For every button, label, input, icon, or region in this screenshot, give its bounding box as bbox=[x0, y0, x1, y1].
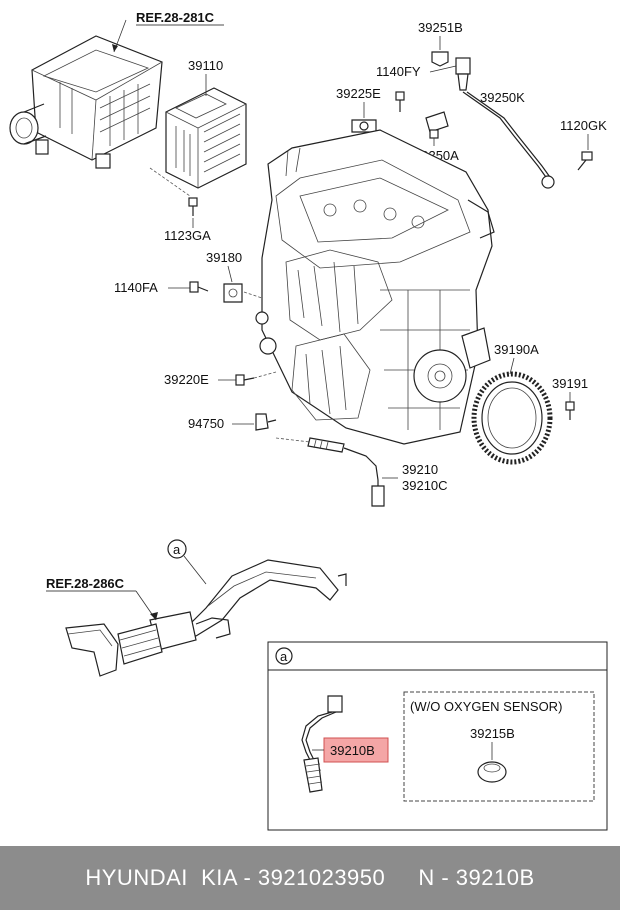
dash-39180 bbox=[243, 291, 263, 299]
bolt-1120gk bbox=[577, 151, 593, 171]
sensor-39250k-head bbox=[455, 57, 471, 91]
label-39180: 39180 bbox=[206, 250, 242, 265]
label-39210: 39210 bbox=[402, 462, 438, 477]
inset-a-label: a bbox=[280, 649, 288, 664]
bolt-39220e bbox=[235, 374, 255, 386]
label-39215b: 39215B bbox=[470, 726, 515, 741]
leader-39190a bbox=[509, 357, 515, 375]
callout-a-circle bbox=[167, 539, 187, 559]
label-39210c: 39210C bbox=[402, 478, 448, 493]
plug-39215b bbox=[477, 761, 507, 783]
label-wo-sensor: (W/O OXYGEN SENSOR) bbox=[410, 699, 562, 714]
label-39210b: 39210B bbox=[330, 743, 375, 758]
label-ref-281c: REF.28-281C bbox=[136, 10, 215, 25]
sensor-39180 bbox=[223, 283, 243, 303]
bolt-1123ga bbox=[188, 197, 198, 216]
switch-94750 bbox=[255, 413, 277, 431]
dash-39220e bbox=[253, 371, 277, 379]
ring-gear-39190a bbox=[471, 371, 553, 465]
arrow-ref-286c bbox=[150, 612, 158, 620]
oxygen-sensor-39210b bbox=[301, 695, 343, 793]
label-1123ga: 1123GA bbox=[164, 228, 211, 243]
air-cleaner-assembly bbox=[9, 35, 163, 169]
label-39190a: 39190A bbox=[494, 342, 539, 357]
bolt-1140fy bbox=[395, 91, 405, 112]
label-39191: 39191 bbox=[552, 376, 588, 391]
bolt-1140fa bbox=[189, 281, 209, 293]
arrow-ref-281c bbox=[112, 44, 118, 52]
sensor-39250k-wire-2 bbox=[466, 91, 553, 181]
label-39225e: 39225E bbox=[336, 86, 381, 101]
label-39110: 39110 bbox=[188, 58, 223, 73]
leader-callout-a bbox=[183, 555, 207, 585]
label-ref-286c: REF.28-286C bbox=[46, 576, 125, 591]
engine-block bbox=[255, 129, 495, 445]
label-1120gk: 1120GK bbox=[560, 118, 607, 133]
label-1140fy: 1140FY bbox=[376, 64, 421, 79]
label-1140fa: 1140FA bbox=[114, 280, 158, 295]
footer-text: HYUNDAI KIA - 3921023950 N - 39210B bbox=[85, 865, 535, 890]
callout-a-label: a bbox=[173, 542, 181, 557]
sensor-39250k-terminal bbox=[541, 175, 555, 189]
sensor-39350a bbox=[425, 111, 449, 139]
ecu-module bbox=[165, 87, 247, 189]
label-94750: 94750 bbox=[188, 416, 224, 431]
dash-39210 bbox=[275, 437, 311, 443]
dash-ecu-bolt bbox=[149, 167, 191, 197]
inset-box bbox=[267, 641, 608, 831]
oxygen-sensor-39210 bbox=[307, 437, 385, 507]
inset-a-circle bbox=[275, 647, 293, 665]
bolt-39191 bbox=[565, 401, 575, 420]
leader-1140fy bbox=[429, 65, 457, 73]
label-39250k: 39250K bbox=[480, 90, 525, 105]
wo-sensor-box bbox=[403, 691, 595, 802]
sensor-39250k-wire bbox=[462, 91, 549, 181]
part-number-footer: HYUNDAI KIA - 3921023950 N - 39210B bbox=[0, 846, 620, 910]
exhaust-pipe bbox=[65, 559, 347, 677]
sensor-39225e bbox=[351, 119, 377, 133]
connector-39251b bbox=[431, 51, 449, 67]
label-39220e: 39220E bbox=[164, 372, 209, 387]
label-39251b: 39251B bbox=[418, 20, 463, 35]
parts-diagram: REF.28-281C 39110 1123GA 39251B 1140FY 3… bbox=[9, 10, 608, 831]
leader-39180 bbox=[227, 265, 233, 283]
